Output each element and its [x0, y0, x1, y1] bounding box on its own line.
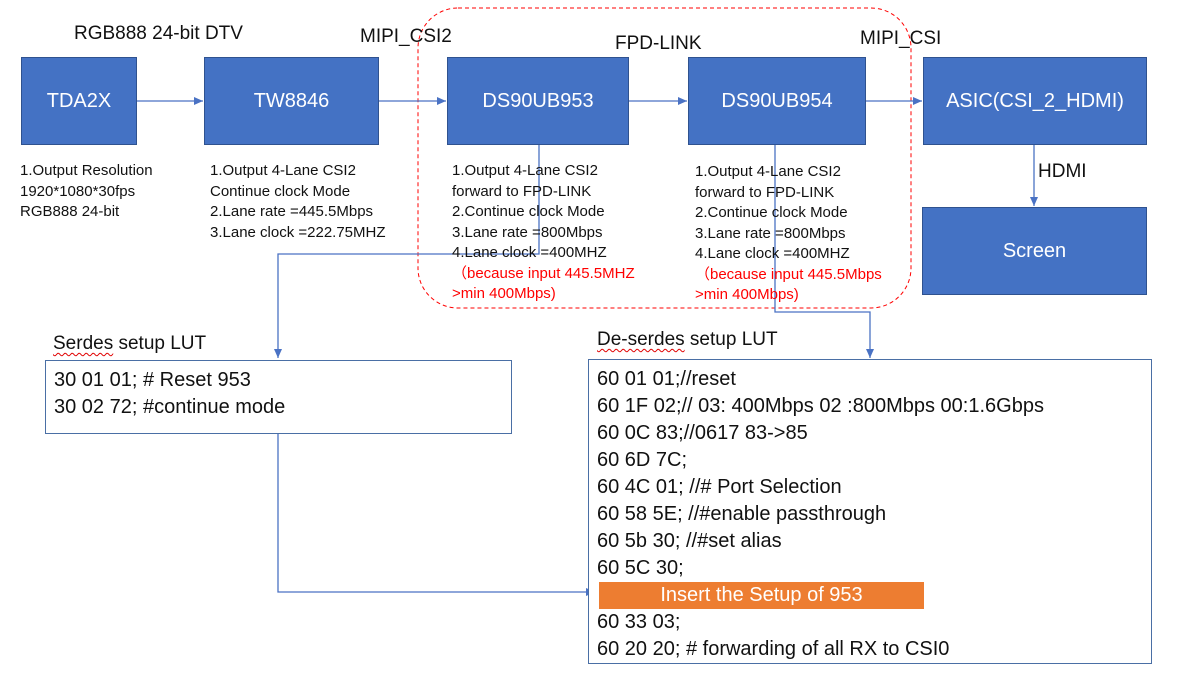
tda2x-block[interactable]: TDA2X: [21, 57, 137, 145]
description-line: 4.Lane clock =400MHZ: [452, 244, 607, 261]
fpd-link-label: FPD-LINK: [615, 33, 702, 54]
screen-block[interactable]: Screen: [922, 207, 1147, 295]
lut-line: 60 0C 83;//0617 83->85: [597, 422, 808, 444]
description-line: 1.Output 4-Lane CSI2: [695, 163, 841, 180]
ds90ub953-description: 1.Output 4-Lane CSI2 forward to FPD-LINK…: [452, 161, 635, 305]
description-line: Continue clock Mode: [210, 182, 351, 200]
description-line: 2.Continue clock Mode: [695, 204, 848, 221]
description-line: 1.Output 4-Lane CSI2: [210, 162, 356, 179]
lut-line: 30 01 01; # Reset 953: [54, 369, 251, 391]
mipi-csi-label: MIPI_CSI: [860, 28, 942, 49]
note-line: （because input 445.5Mbps: [695, 265, 882, 283]
tw8846-block[interactable]: TW8846: [204, 57, 379, 145]
lut-line: 60 33 03;: [597, 611, 681, 633]
note-line: （because input 445.5MHZ: [452, 264, 635, 282]
description-line: 1920*1080*30fps: [20, 182, 136, 200]
asic-block[interactable]: ASIC(CSI_2_HDMI): [923, 57, 1147, 145]
hdmi-label: HDMI: [1038, 161, 1087, 182]
arrow-954-to-deserdes-lut: [774, 145, 874, 358]
serdes-lut-title: Serdes setup LUT: [53, 333, 206, 355]
description-line: 1.Output Resolution: [20, 162, 153, 179]
serdes-title-rest: setup LUT: [113, 333, 207, 354]
arrow-serdes-lut-to-insert: [277, 434, 595, 596]
lut-line: 30 02 72; #continue mode: [54, 396, 286, 418]
deserdes-title-rest: setup LUT: [684, 329, 778, 350]
fpd-link-region-outline: [417, 7, 912, 309]
lut-line: 60 20 20; # forwarding of all RX to CSI0: [597, 638, 950, 660]
ds90ub953-block[interactable]: DS90UB953: [447, 57, 629, 145]
description-line: 1.Output 4-Lane CSI2: [452, 162, 598, 179]
note-line: >min 400Mbps): [695, 286, 799, 303]
lut-line: 60 01 01;//reset: [597, 368, 736, 390]
tw8846-description: 1.Output 4-Lane CSI2 Continue clock Mode…: [210, 161, 386, 243]
description-line: RGB888 24-bit: [20, 203, 120, 220]
ds90ub954-description: 1.Output 4-Lane CSI2 forward to FPD-LINK…: [695, 162, 882, 306]
rgb888-label: RGB888 24-bit DTV: [74, 23, 243, 44]
deserdes-lut-box: 60 01 01;//reset 60 1F 02;// 03: 400Mbps…: [588, 359, 1152, 664]
lut-line: 60 58 5E; //#enable passthrough: [597, 503, 887, 525]
note-line: >min 400Mbps): [452, 285, 556, 302]
tda2x-description: 1.Output Resolution 1920*1080*30fps RGB8…: [20, 161, 153, 223]
description-line: 4.Lane clock =400MHZ: [695, 245, 850, 262]
mipi-csi2-label: MIPI_CSI2: [360, 26, 452, 47]
arrow-953-to-serdes-lut: [274, 145, 540, 358]
insert-953-setup-row: Insert the Setup of 953: [599, 582, 924, 609]
deserdes-lut-title: De-serdes setup LUT: [597, 329, 778, 351]
lut-line: 60 1F 02;// 03: 400Mbps 02 :800Mbps 00:1…: [597, 395, 1044, 417]
description-line: 2.Lane rate =445.5Mbps: [210, 203, 374, 220]
lut-line: 60 6D 7C;: [597, 449, 688, 471]
description-line: 3.Lane rate =800Mbps: [695, 224, 846, 242]
description-line: 3.Lane rate =800Mbps: [452, 223, 603, 241]
description-line: forward to FPD-LINK: [695, 183, 835, 201]
serdes-lut-box: 30 01 01; # Reset 953 30 02 72; #continu…: [45, 360, 512, 434]
description-line: 2.Continue clock Mode: [452, 203, 605, 220]
lut-line: 60 4C 01; //# Port Selection: [597, 476, 842, 498]
serdes-title-word: Serdes: [53, 333, 114, 354]
description-line: 3.Lane clock =222.75MHZ: [210, 223, 386, 241]
lut-line: 60 5C 30;: [597, 557, 684, 579]
description-line: forward to FPD-LINK: [452, 182, 592, 200]
ds90ub954-block[interactable]: DS90UB954: [688, 57, 866, 145]
deserdes-title-word: De-serdes: [597, 329, 685, 350]
lut-line: 60 5b 30; //#set alias: [597, 530, 782, 552]
